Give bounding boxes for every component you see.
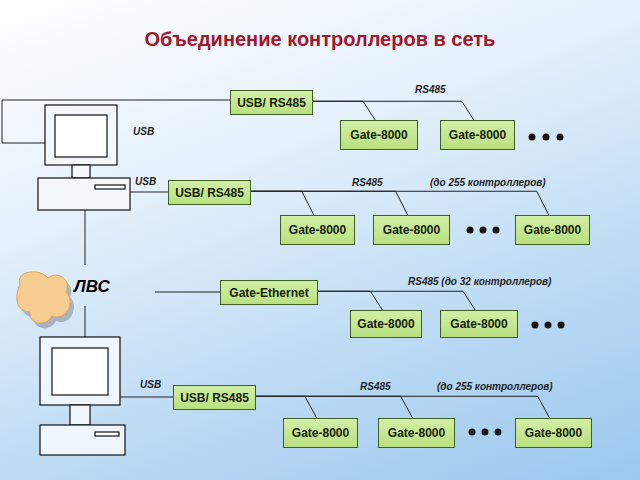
computer-top [38,105,130,210]
signal-label: RS485 (до 32 контроллеров) [408,276,551,287]
box-label: Gate-8000 [350,128,407,142]
signal-label: (до 255 контроллеров) [437,381,553,392]
rs485-bus [256,396,413,418]
controller-box: Gate-8000 [350,310,422,338]
lan-cable [155,292,220,293]
controller-box: Gate-8000 [515,215,590,245]
controller-box: Gate-8000 [378,418,455,448]
box-label: USB/ RS485 [237,96,306,110]
controller-box: Gate-8000 [515,418,592,448]
box-label: USB/ RS485 [180,391,249,405]
rs485-bus [256,396,550,418]
box-label: Gate-Ethernet [229,286,308,300]
computer-bottom [40,337,125,455]
box-label: Gate-8000 [383,223,440,237]
controller-box: Gate-8000 [440,120,515,150]
controller-box: Gate-8000 [440,310,518,338]
box-label: Gate-8000 [525,426,582,440]
box-label: Gate-8000 [292,426,349,440]
signal-label: USB [133,126,154,137]
box-label: Gate-8000 [289,223,346,237]
controller-box: Gate-8000 [340,120,418,150]
lan-cloud [17,272,74,328]
box-label: Gate-8000 [524,223,581,237]
signal-label: RS485 [352,177,383,188]
box-label: USB/ RS485 [175,186,244,200]
signal-label: USB [135,176,156,187]
rs485-bus [251,191,314,215]
box-label: Gate-8000 [357,317,414,331]
controller-box: Gate-8000 [283,418,358,448]
usb-cable [120,397,173,398]
box-label: Gate-8000 [388,426,445,440]
lan-cable [85,306,86,337]
controller-box: USB/ RS485 [230,90,313,115]
rs485-bus [313,101,474,120]
rs485-bus [318,291,382,310]
box-label: Gate-8000 [450,317,507,331]
rs485-bus [256,396,317,418]
box-label: Gate-8000 [449,128,506,142]
lan-cable [85,210,86,265]
controller-box: USB/ RS485 [173,385,256,410]
rs485-bus [251,191,408,215]
rs485-bus [318,291,475,310]
diagram-title: Объединение контроллеров в сеть [0,28,640,51]
rs485-bus [313,101,375,120]
signal-label: RS485 [415,84,446,95]
network-label: ЛВС [74,277,110,297]
usb-cable [130,192,168,193]
rs485-bus [251,191,549,215]
signal-label: (до 255 контроллеров) [430,177,546,188]
signal-label: USB [140,379,161,390]
ethernet-gateway-box: Gate-Ethernet [220,280,318,305]
signal-label: RS485 [360,381,391,392]
controller-box: USB/ RS485 [168,180,251,205]
controller-box: Gate-8000 [280,215,355,245]
controller-box: Gate-8000 [373,215,450,245]
